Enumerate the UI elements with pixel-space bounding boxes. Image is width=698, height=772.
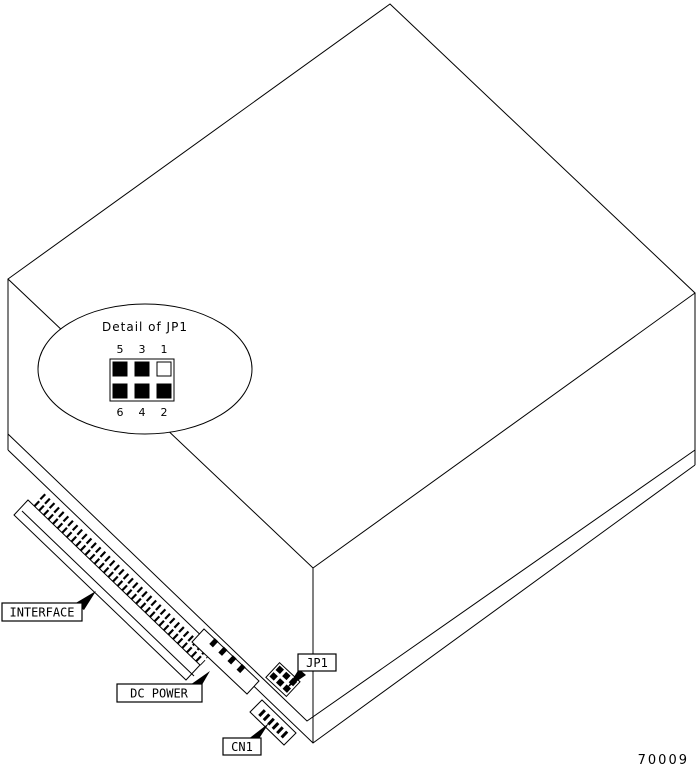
dc-power-connector	[191, 628, 260, 695]
dc-power-shell	[191, 628, 260, 695]
jumper-square-pin4	[134, 383, 150, 399]
jp1-pin	[282, 671, 291, 681]
pin-label-4: 4	[139, 406, 146, 419]
jp1-arrow	[287, 669, 306, 688]
label-cn1: CN1	[222, 723, 269, 756]
label-interface: INTERFACE	[1, 591, 96, 622]
dc-power-label-text: DC POWER	[130, 687, 189, 701]
interface-connector	[13, 493, 212, 681]
interface-label-text: INTERFACE	[9, 606, 74, 620]
case-top-face	[7, 3, 696, 569]
dc-power-label-box	[116, 683, 203, 703]
jp1-pin	[275, 665, 285, 675]
case-bottom-edge	[7, 449, 696, 744]
figure-number: 70009	[638, 753, 689, 768]
jp1-detail-callout: Detail of JP1 5 3 1 6 4 2	[37, 303, 253, 435]
cn1-connector	[249, 699, 297, 746]
jp1-pin	[269, 672, 278, 681]
interface-connector-slot	[21, 510, 195, 677]
interface-pin-row-back	[39, 493, 212, 659]
jumper-square-pin2	[156, 383, 172, 399]
jumper-square-pin3	[134, 361, 150, 377]
interface-pin-row-front	[33, 500, 206, 666]
callout-title: Detail of JP1	[102, 320, 188, 334]
jumper-square-pin5	[112, 361, 128, 377]
interface-connector-body	[13, 499, 201, 681]
drive-case-outline	[7, 3, 696, 744]
jumper-square-pin1	[156, 361, 172, 377]
jp1-label-box	[297, 653, 337, 672]
jp1-pin	[275, 678, 285, 687]
pin-label-2: 2	[161, 406, 168, 419]
pin-label-6: 6	[117, 406, 124, 419]
pin-label-1: 1	[161, 343, 168, 356]
cn1-label-text: CN1	[231, 740, 253, 754]
label-jp1: JP1	[287, 653, 337, 688]
pcb-seam-line	[7, 433, 696, 722]
label-dc-power: DC POWER	[116, 671, 210, 703]
jp1-label-text: JP1	[306, 656, 328, 670]
jumper-square-pin6	[112, 383, 128, 399]
pin-label-5: 5	[117, 343, 124, 356]
interface-label-box	[1, 602, 83, 622]
cn1-label-box	[222, 737, 262, 756]
jp1-outline	[265, 662, 301, 698]
dc-power-pins	[209, 638, 250, 677]
jumper-detail-outline	[109, 358, 175, 402]
pin-label-3: 3	[139, 343, 146, 356]
jp1-jumper-block	[265, 662, 301, 698]
